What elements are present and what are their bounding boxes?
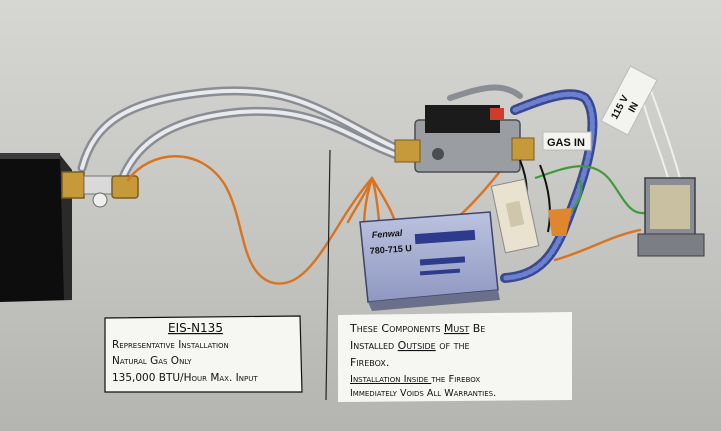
warning-line-5: Immediately Voids All Warranties. [350,388,496,399]
emphasis-installation: Installation [350,374,400,385]
emphasis-must: Must [444,322,469,335]
switch-and-wire-nut [490,178,572,254]
left-info-card: EIS-N135 Representative Installation Nat… [104,315,303,393]
warning-line-2: Installed Outside of the [350,339,470,352]
burner-fittings [61,171,139,208]
left-card-line-1: Representative Installation [112,339,229,351]
firebox-burner-box [0,153,72,302]
gas-supply-pipes [77,84,523,190]
emphasis-inside: Inside [400,374,431,385]
voltage-tag: 115 V IN [600,65,658,136]
gas-in-label: GAS IN [547,137,585,149]
emphasis-outside: Outside [398,339,436,352]
left-card-line-2: Natural Gas Only [112,355,192,367]
divider-line [325,149,331,401]
left-card-line-3: 135,000 BTU/Hour Max. Input [112,372,258,384]
gas-in-tag: GAS IN [542,131,592,151]
warning-line-1: These Components Must Be [349,322,485,335]
right-warning-card: These Components Must Be Installed Outsi… [338,312,572,402]
module-model: 780-715 U [369,243,412,256]
left-card-title: EIS-N135 [168,321,223,335]
warning-line-4: Installation Inside the Firebox [350,374,480,385]
transformer [637,177,705,257]
gas-valve [394,105,535,173]
ignition-module: Fenwal 780-715 U [359,211,500,311]
voltage-sub-label: IN [627,101,641,115]
blue-armored-cable [500,89,598,283]
module-brand: Fenwal [371,228,403,240]
warning-line-3: Firebox. [350,356,389,369]
